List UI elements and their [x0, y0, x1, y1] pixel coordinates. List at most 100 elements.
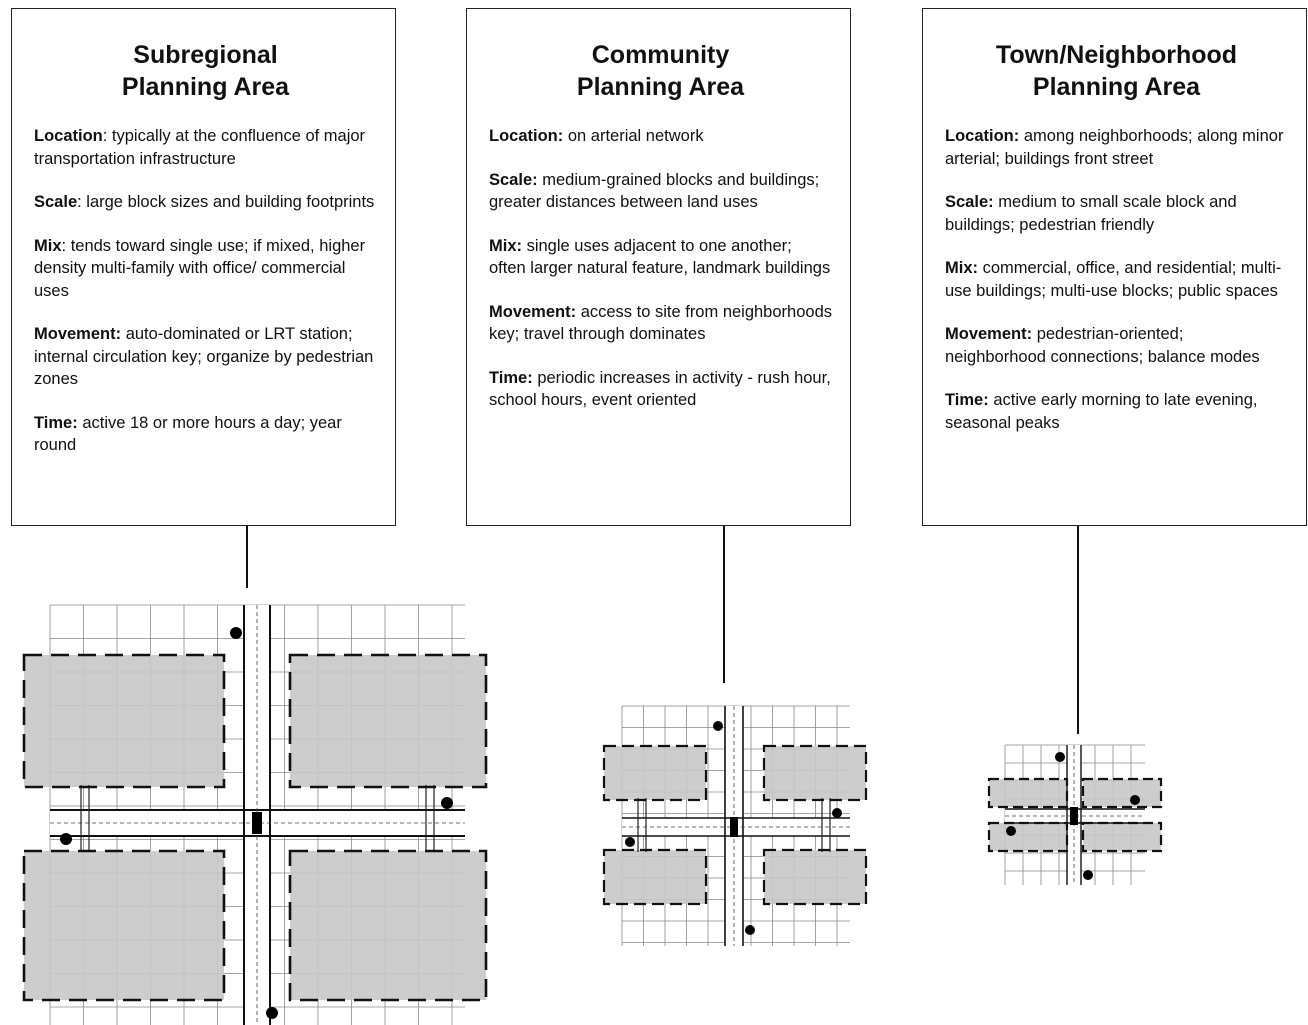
attribute-key: Location: — [945, 127, 1020, 145]
time-attribute: Time: active 18 or more hours a day; yea… — [34, 412, 377, 457]
attribute-key: Movement: — [34, 325, 122, 343]
attribute-key: Movement: — [489, 302, 577, 321]
title-line-2: Planning Area — [1032, 73, 1201, 101]
location-attribute: Location: typically at the confluence of… — [34, 125, 377, 170]
activity-node-marker — [745, 925, 755, 935]
activity-node-marker — [1055, 752, 1065, 762]
activity-node-marker — [1006, 826, 1016, 836]
attribute-value: among neighborhoods; along minor arteria… — [945, 127, 1284, 168]
attribute-value: active early morning to late evening, se… — [945, 391, 1258, 432]
activity-node-marker — [230, 627, 242, 639]
planning-zone-boundary — [22, 849, 226, 1002]
town-neighborhood-map — [987, 744, 1163, 885]
location-attribute: Location: among neighborhoods; along min… — [945, 125, 1288, 170]
planning-zone-fill — [290, 655, 486, 787]
attribute-value: large block sizes and building footprint… — [86, 193, 375, 211]
mix-attribute: Mix: commercial, office, and residential… — [945, 257, 1288, 302]
planning-zone-fill — [604, 746, 706, 800]
planning-zone-fill — [764, 850, 866, 904]
community-map — [602, 705, 868, 946]
attribute-key: Time: — [489, 368, 533, 387]
activity-node-marker — [625, 837, 635, 847]
planning-zone-boundary — [762, 744, 868, 802]
mix-attribute: Mix: single uses adjacent to one another… — [489, 235, 832, 280]
attribute-value: active 18 or more hours a day; year roun… — [34, 413, 342, 455]
planning-zone-fill — [604, 850, 706, 904]
town-neighborhood-title: Town/Neighborhood Planning Area — [945, 39, 1288, 103]
subregional-map — [22, 604, 488, 1025]
attribute-value: commercial, office, and residential; mul… — [945, 259, 1282, 300]
activity-node-marker — [441, 797, 453, 809]
attribute-key: Scale: — [489, 170, 538, 189]
subregional-panel: Subregional Planning Area Location: typi… — [11, 8, 396, 526]
scale-attribute: Scale: medium to small scale block and b… — [945, 191, 1288, 236]
town-neighborhood-panel: Town/Neighborhood Planning Area Location… — [922, 8, 1307, 526]
scale-attribute: Scale: large block sizes and building fo… — [34, 191, 377, 214]
attribute-key: Scale: — [945, 193, 994, 211]
title-line-1: Subregional — [133, 41, 278, 69]
attribute-value: auto-dominated or LRT station; internal … — [34, 325, 374, 388]
time-attribute: Time: active early morning to late eveni… — [945, 389, 1288, 434]
attribute-separator: : — [61, 236, 71, 255]
attribute-key: Mix: — [945, 259, 978, 277]
title-line-2: Planning Area — [121, 73, 290, 101]
title-line-1: Town/Neighborhood — [995, 41, 1238, 69]
activity-node-marker — [266, 1007, 278, 1019]
subregional-title: Subregional Planning Area — [34, 39, 377, 103]
attribute-key: Scale — [34, 193, 78, 211]
attribute-value: medium-grained blocks and buildings; gre… — [489, 170, 820, 212]
attribute-separator: : — [102, 127, 112, 145]
scale-attribute: Scale: medium-grained blocks and buildin… — [489, 169, 832, 214]
attribute-value: single uses adjacent to one another; oft… — [489, 236, 831, 278]
activity-node-marker — [1130, 795, 1140, 805]
attribute-value: medium to small scale block and building… — [945, 193, 1237, 234]
attribute-value: on arterial network — [567, 127, 704, 145]
planning-zone-boundary — [762, 848, 868, 906]
attribute-key: Movement: — [945, 325, 1033, 343]
planning-zone-boundary — [602, 744, 708, 802]
activity-node-marker — [1083, 870, 1093, 880]
planning-zone-fill — [24, 655, 224, 787]
planning-zone-boundary — [1081, 777, 1163, 809]
planning-zone-fill — [764, 746, 866, 800]
center-station-block — [252, 812, 262, 834]
attribute-value: pedestrian-oriented; neighborhood connec… — [945, 325, 1260, 366]
movement-attribute: Movement: pedestrian-oriented; neighborh… — [945, 323, 1288, 368]
attribute-key: Time: — [34, 413, 78, 432]
activity-node-marker — [60, 833, 72, 845]
attribute-key: Time: — [945, 391, 989, 409]
planning-zone-fill — [290, 851, 486, 1000]
attribute-value: access to site from neighborhoods key; t… — [489, 302, 832, 344]
movement-attribute: Movement: access to site from neighborho… — [489, 301, 832, 346]
planning-zone-boundary — [987, 821, 1069, 853]
attribute-separator: : — [77, 193, 87, 211]
planning-zone-fill — [24, 851, 224, 1000]
planning-zone-boundary — [288, 653, 488, 789]
attribute-key: Location — [34, 127, 103, 145]
center-station-block — [1070, 807, 1078, 825]
attribute-key: Location: — [489, 127, 564, 145]
planning-zone-boundary — [987, 777, 1069, 809]
planning-zone-fill — [1083, 779, 1161, 807]
planning-zone-boundary — [22, 653, 226, 789]
planning-zone-fill — [1083, 823, 1161, 851]
community-title: Community Planning Area — [489, 39, 832, 103]
attribute-value: typically at the confluence of major tra… — [34, 127, 366, 168]
activity-node-marker — [713, 721, 723, 731]
center-station-block — [730, 817, 738, 837]
planning-zone-fill — [989, 823, 1067, 851]
location-attribute: Location: on arterial network — [489, 125, 832, 148]
attribute-value: periodic increases in activity - rush ho… — [489, 368, 831, 410]
planning-zone-boundary — [1081, 821, 1163, 853]
time-attribute: Time: periodic increases in activity - r… — [489, 367, 832, 412]
planning-zone-boundary — [602, 848, 708, 906]
attribute-key: Mix — [34, 236, 62, 255]
title-line-2: Planning Area — [576, 73, 745, 101]
mix-attribute: Mix: tends toward single use; if mixed, … — [34, 235, 377, 303]
community-panel: Community Planning Area Location: on art… — [466, 8, 851, 526]
attribute-value: tends toward single use; if mixed, highe… — [34, 236, 366, 300]
attribute-key: Mix: — [489, 236, 522, 255]
title-line-1: Community — [591, 41, 730, 69]
activity-node-marker — [832, 808, 842, 818]
